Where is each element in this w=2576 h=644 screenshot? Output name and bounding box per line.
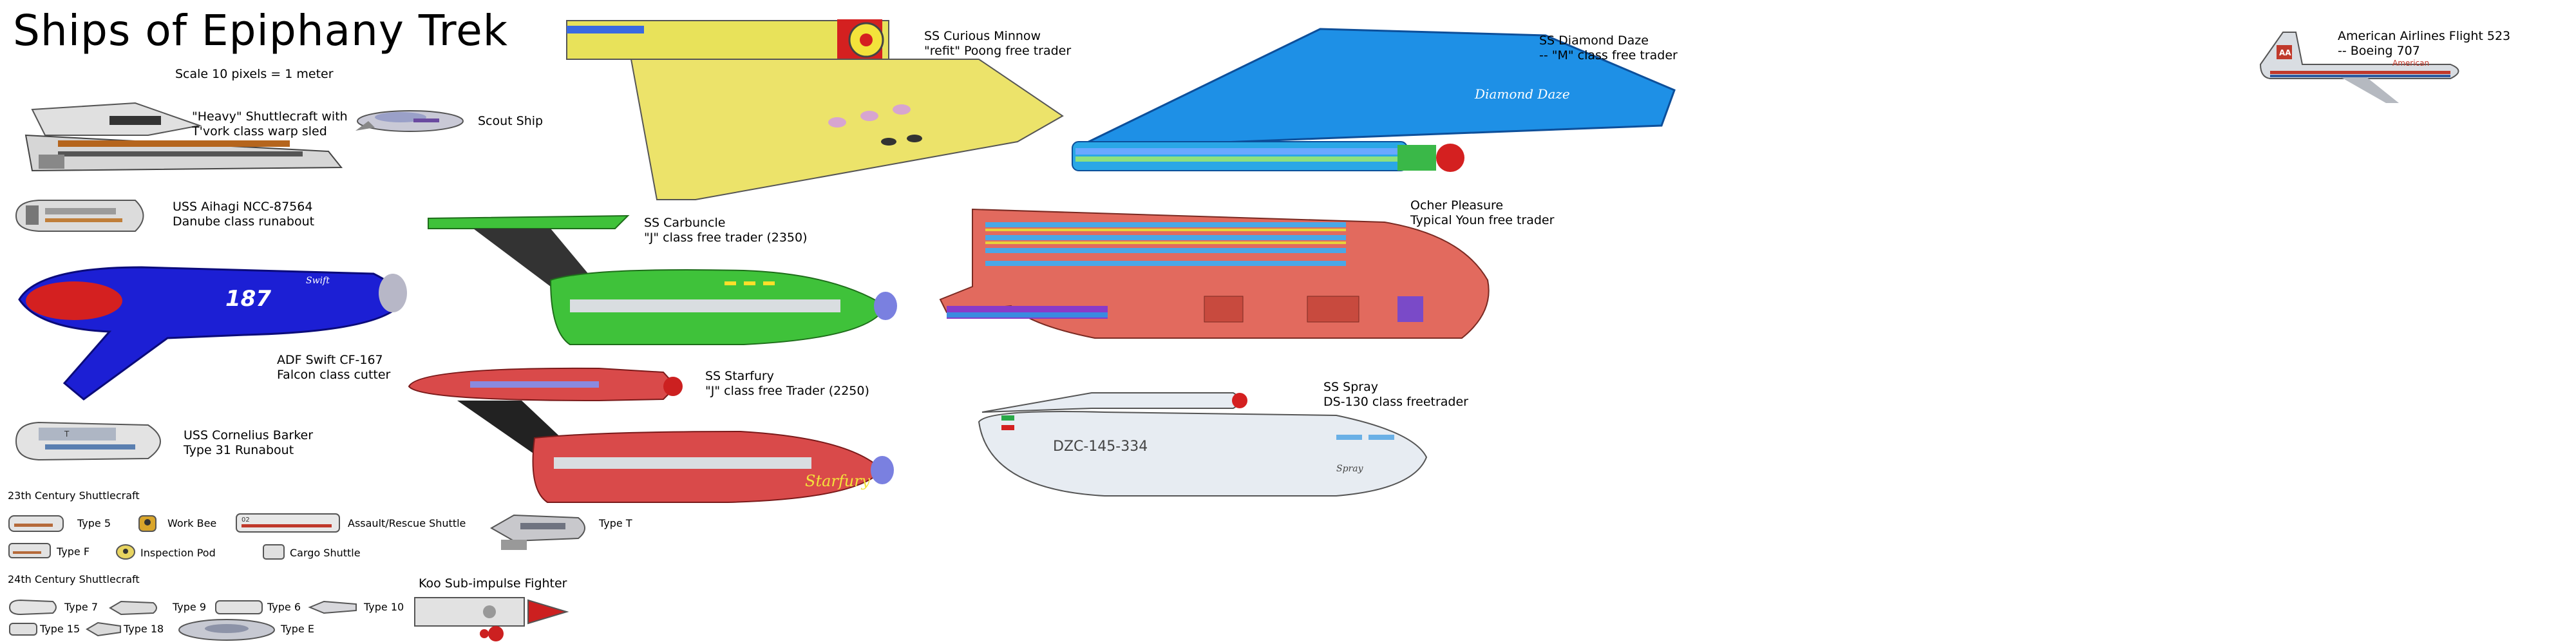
inspection-pod-illustration: [116, 544, 135, 560]
starfury-illustration: Starfury: [408, 367, 894, 503]
minnow-label-2: "refit" Poong free trader: [924, 44, 1072, 58]
shuttle23-inspection-label: Inspection Pod: [140, 547, 216, 559]
spray-registry: DZC-145-334: [1053, 439, 1148, 455]
carbuncle-label-1: SS Carbuncle: [644, 216, 726, 230]
shuttles23-heading: 23th Century Shuttlecraft: [8, 489, 140, 502]
aihagi-label-1: USS Aihagi NCC-87564: [173, 200, 313, 214]
airliner-livery: American: [2392, 59, 2429, 68]
airliner-illustration: AA American: [2259, 32, 2459, 103]
shuttle24-type15-label: Type 15: [40, 623, 80, 635]
type-f-illustration: [8, 543, 51, 558]
svg-text:T: T: [64, 430, 70, 439]
shuttle23-type5-label: Type 5: [77, 517, 111, 529]
work-bee-illustration: [138, 515, 156, 532]
shuttle24-typee-label: Type E: [281, 623, 314, 635]
type10-illustration: [308, 600, 357, 614]
heavy-shuttlecraft-illustration: [24, 102, 343, 172]
type6-illustration: [215, 600, 263, 614]
carbuncle-label-2: "J" class free trader (2350): [644, 231, 808, 245]
carbuncle-illustration: [428, 214, 897, 345]
type5-illustration: [8, 515, 64, 532]
airliner-label-2: -- Boeing 707: [2338, 44, 2420, 58]
heavy-shuttle-label-1: "Heavy" Shuttlecraft with: [192, 109, 348, 124]
spray-script-name: Spray: [1336, 464, 1364, 474]
spray-label-1: SS Spray: [1323, 380, 1378, 394]
swift-script-name: Swift: [306, 276, 330, 286]
scout-label: Scout Ship: [478, 114, 544, 128]
scout-ship-illustration: [355, 110, 464, 132]
starfury-script-name: Starfury: [805, 472, 871, 490]
type-t-illustration: [489, 514, 585, 550]
shuttle24-type10-label: Type 10: [364, 601, 404, 613]
assault-shuttle-illustration: 02: [236, 513, 340, 533]
type18-illustration: [86, 621, 121, 637]
starfury-label-2: "J" class free Trader (2250): [705, 384, 869, 398]
aihagi-label-2: Danube class runabout: [173, 214, 315, 229]
cornelius-label-1: USS Cornelius Barker: [184, 428, 314, 442]
daze-label-1: SS Diamond Daze: [1539, 33, 1649, 48]
curious-minnow-illustration: [566, 19, 1064, 200]
shuttle23-typet-label: Type T: [599, 517, 632, 529]
ocher-label-2: Typical Youn free trader: [1410, 213, 1555, 227]
type-e-illustration: [178, 619, 275, 641]
shuttle24-type9-label: Type 9: [173, 601, 207, 613]
heavy-shuttle-label-2: T'vork class warp sled: [192, 124, 327, 138]
svg-text:AA: AA: [2279, 48, 2291, 57]
shuttle23-workbee-label: Work Bee: [167, 517, 217, 529]
swift-hull-number: 187: [225, 286, 271, 312]
koo-fighter-illustration: [414, 597, 569, 641]
shuttle24-type18-label: Type 18: [124, 623, 164, 635]
shuttle23-assault-label: Assault/Rescue Shuttle: [348, 517, 466, 529]
swift-cutter-illustration: 187 Swift: [18, 266, 407, 401]
spray-illustration: DZC-145-334 Spray: [978, 392, 1428, 497]
type9-illustration: [109, 600, 157, 616]
page-title: Ships of Epiphany Trek: [13, 6, 509, 55]
type7-illustration: [8, 599, 57, 616]
cargo-shuttle-illustration: [263, 544, 285, 560]
runabout-aihagi-illustration: [15, 200, 144, 232]
shuttles24-heading: 24th Century Shuttlecraft: [8, 573, 140, 585]
daze-label-2: -- "M" class free trader: [1539, 48, 1678, 62]
shuttle23-cargo-label: Cargo Shuttle: [290, 547, 361, 559]
ocher-pleasure-illustration: [939, 208, 1490, 339]
shuttle24-type6-label: Type 6: [267, 601, 301, 613]
koo-label: Koo Sub-impulse Fighter: [419, 576, 567, 591]
scale-note: Scale 10 pixels = 1 meter: [175, 67, 334, 81]
spray-label-2: DS-130 class freetrader: [1323, 395, 1468, 409]
diamond-daze-illustration: Diamond Daze: [1072, 28, 1676, 172]
svg-text:02: 02: [242, 516, 250, 524]
ocher-label-1: Ocher Pleasure: [1410, 198, 1504, 213]
daze-script-name: Diamond Daze: [1474, 86, 1570, 102]
shuttle24-type7-label: Type 7: [64, 601, 99, 613]
airliner-label-1: American Airlines Flight 523: [2338, 29, 2511, 43]
swift-label-1: ADF Swift CF-167: [277, 353, 383, 367]
runabout-cornelius-illustration: T: [15, 421, 161, 461]
cornelius-label-2: Type 31 Runabout: [184, 443, 294, 457]
swift-label-2: Falcon class cutter: [277, 368, 391, 382]
starfury-label-1: SS Starfury: [705, 369, 774, 383]
shuttle23-typef-label: Type F: [57, 545, 90, 558]
minnow-label-1: SS Curious Minnow: [924, 29, 1041, 43]
type15-illustration: [9, 623, 37, 636]
